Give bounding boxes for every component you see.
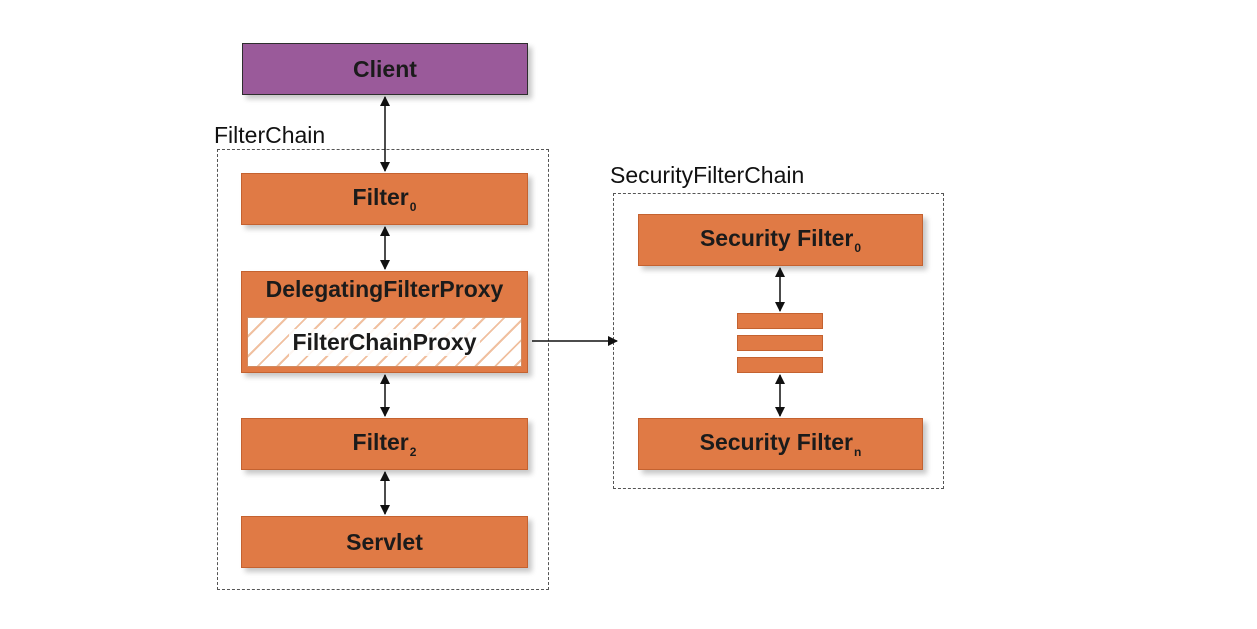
servlet-label: Servlet — [346, 528, 423, 555]
security-filtern-label: Security Filtern — [699, 429, 862, 459]
security-filtern-box: Security Filtern — [638, 418, 923, 470]
ellipsis-bar-3 — [737, 357, 823, 373]
filter-chain-proxy-box: FilterChainProxy — [247, 317, 522, 367]
filter0-box: Filter0 — [241, 173, 528, 225]
filter-chain-title: FilterChain — [214, 122, 326, 148]
filter0-label: Filter0 — [352, 184, 417, 214]
security-filter0-label: Security Filter0 — [699, 225, 862, 255]
ellipsis-bar-1 — [737, 313, 823, 329]
client-box: Client — [242, 43, 528, 95]
filter2-label: Filter2 — [352, 429, 417, 459]
client-label: Client — [353, 55, 417, 82]
security-filter0-box: Security Filter0 — [638, 214, 923, 266]
security-filter-chain-title: SecurityFilterChain — [610, 162, 805, 188]
filter-chain-proxy-label: FilterChainProxy — [289, 328, 480, 356]
ellipsis-bar-2 — [737, 335, 823, 351]
delegating-filter-proxy-label: DelegatingFilterProxy — [265, 276, 504, 302]
filter2-box: Filter2 — [241, 418, 528, 470]
servlet-box: Servlet — [241, 516, 528, 568]
delegating-filter-proxy-box: DelegatingFilterProxy FilterChainProxy — [241, 271, 528, 373]
